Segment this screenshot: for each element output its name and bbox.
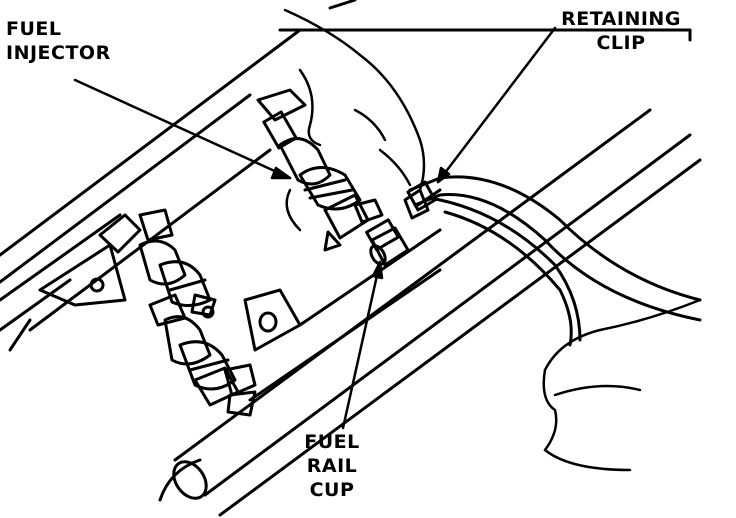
fuel-rail-cup-label-line-2: RAIL bbox=[306, 455, 358, 477]
lower-fuel-injectors bbox=[98, 208, 257, 417]
fuel-rail-cup-label-line-3: CUP bbox=[309, 479, 355, 501]
leader-lines bbox=[73, 26, 557, 430]
fuel-rail-cup-label: FUEL RAIL CUP bbox=[300, 430, 364, 502]
retaining-clip-label: RETAINING CLIP bbox=[556, 7, 686, 55]
fuel-injector-label-line-2: INJECTOR bbox=[6, 42, 111, 64]
retaining-clip bbox=[403, 188, 442, 220]
lower-rail bbox=[0, 213, 442, 402]
retaining-clip-label-line-1: RETAINING bbox=[561, 8, 681, 30]
fuel-rail-cup-label-line-1: FUEL bbox=[304, 431, 360, 453]
fuel-rail-cup bbox=[369, 226, 410, 267]
retaining-clip-label-line-2: CLIP bbox=[596, 32, 646, 54]
hand-top bbox=[283, 8, 426, 232]
hand-bottom bbox=[542, 298, 702, 472]
fuel-injector-label-line-1: FUEL bbox=[6, 18, 62, 40]
fuel-injector-label: FUEL INJECTOR bbox=[6, 17, 111, 65]
pliers bbox=[406, 175, 702, 347]
